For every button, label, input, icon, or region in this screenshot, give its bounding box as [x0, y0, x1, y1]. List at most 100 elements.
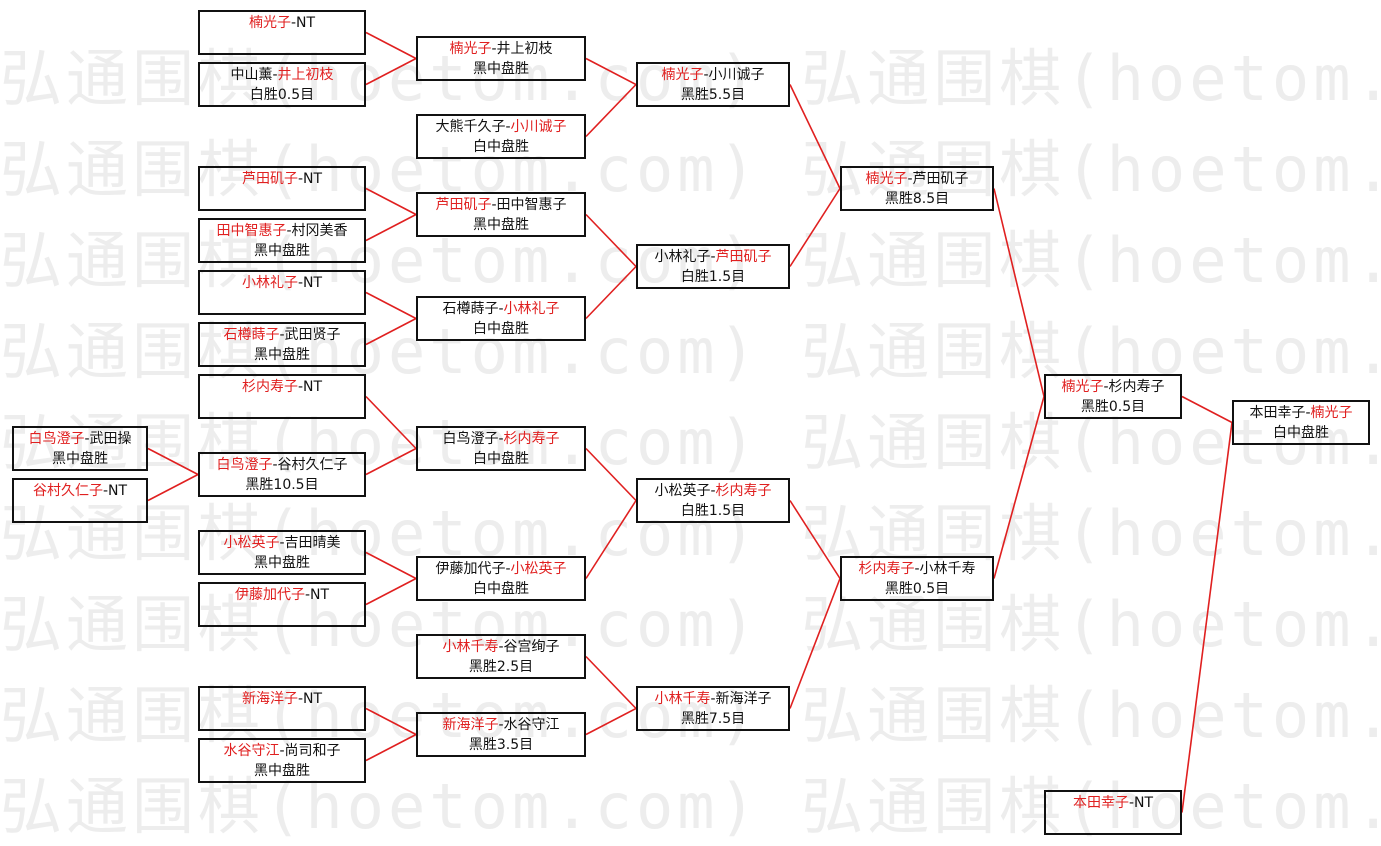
connector-c1-d1 — [789, 84, 841, 189]
match-result: 白中盘胜 — [473, 451, 529, 467]
match-box-d2: 杉内寿子-小林千寿黑胜0.5目 — [840, 556, 994, 601]
player-name: -NT — [297, 691, 323, 707]
player-name: -村冈美香 — [286, 223, 348, 239]
connector-b8-c4 — [585, 707, 637, 736]
player-name: -谷村久仁子 — [272, 457, 348, 473]
connector-d1-e1 — [993, 188, 1045, 397]
match-players: 白鸟澄子-武田操 — [14, 429, 146, 449]
connector-a5-b4 — [365, 291, 417, 320]
winner-name: 新海洋子 — [241, 691, 298, 707]
connector-a12-b8 — [365, 733, 417, 762]
player-name: 本田幸子- — [1249, 405, 1311, 421]
match-box-z2: 谷村久仁子-NT — [12, 478, 148, 523]
match-players: 小松英子-杉内寿子 — [638, 481, 788, 501]
connector-b3-c2 — [585, 213, 637, 268]
match-result: 白胜0.5目 — [249, 87, 315, 103]
connector-z1-a8 — [147, 447, 199, 476]
winner-name: 井上初枝 — [277, 67, 334, 83]
match-box-b5: 白鸟澄子-杉内寿子白中盘胜 — [416, 426, 586, 471]
player-name: -NT — [1128, 795, 1154, 811]
match-players: 石樽蒔子-武田贤子 — [200, 325, 364, 345]
match-players: 伊藤加代子-小松英子 — [418, 559, 584, 579]
match-players: 田中智惠子-村冈美香 — [200, 221, 364, 241]
match-players: 楠光子-杉内寿子 — [1046, 377, 1180, 397]
match-players: 楠光子-井上初枝 — [418, 39, 584, 59]
winner-name: 白鸟澄子 — [216, 457, 273, 473]
match-result: 黑胜0.5目 — [884, 581, 950, 597]
match-players: 芦田矶子-田中智惠子 — [418, 195, 584, 215]
match-box-a4: 田中智惠子-村冈美香黑中盘胜 — [198, 218, 366, 263]
winner-name: 杉内寿子 — [715, 483, 772, 499]
match-result: 白中盘胜 — [473, 321, 529, 337]
match-result: 黑中盘胜 — [254, 243, 310, 259]
match-box-a6: 石樽蒔子-武田贤子黑中盘胜 — [198, 322, 366, 367]
player-name: -小川诚子 — [703, 67, 765, 83]
match-result: 黑胜3.5目 — [468, 737, 534, 753]
winner-name: 杉内寿子 — [858, 561, 915, 577]
match-players: 中山薰-井上初枝 — [200, 65, 364, 85]
player-name: -小林千寿 — [914, 561, 976, 577]
connector-a6-b4 — [365, 317, 417, 346]
player-name: 石樽蒔子- — [442, 301, 504, 317]
connector-e1-g1 — [1181, 395, 1233, 424]
player-name: -尚司和子 — [279, 743, 341, 759]
match-box-a12: 水谷守江-尚司和子黑中盘胜 — [198, 738, 366, 783]
match-players: 小林礼子-NT — [200, 273, 364, 293]
match-box-a7: 杉内寿子-NT — [198, 374, 366, 419]
match-box-b7: 小林千寿-谷宫绚子黑胜2.5目 — [416, 634, 586, 679]
winner-name: 白鸟澄子 — [28, 431, 85, 447]
match-result: 白胜1.5目 — [680, 269, 746, 285]
winner-name: 芦田矶子 — [435, 197, 492, 213]
match-players: 楠光子-NT — [200, 13, 364, 33]
player-name: -杉内寿子 — [1103, 379, 1165, 395]
match-players: 小松英子-吉田晴美 — [200, 533, 364, 553]
match-players: 白鸟澄子-谷村久仁子 — [200, 455, 364, 475]
match-players: 本田幸子-楠光子 — [1234, 403, 1368, 423]
winner-name: 本田幸子 — [1072, 795, 1129, 811]
connector-f1-g1 — [1181, 422, 1233, 813]
match-players: 新海洋子-NT — [200, 689, 364, 709]
player-name: -NT — [297, 171, 323, 187]
connector-a10-b6 — [365, 577, 417, 606]
winner-name: 小川诚子 — [510, 119, 567, 135]
connector-c2-d1 — [789, 188, 841, 267]
match-result: 黑中盘胜 — [473, 217, 529, 233]
match-result: 白胜1.5目 — [680, 503, 746, 519]
match-players: 本田幸子-NT — [1046, 793, 1180, 813]
player-name: -NT — [102, 483, 128, 499]
match-result: 黑中盘胜 — [473, 61, 529, 77]
player-name: -芦田矶子 — [907, 171, 969, 187]
player-name: -新海洋子 — [710, 691, 772, 707]
winner-name: 小林礼子 — [241, 275, 298, 291]
match-box-b6: 伊藤加代子-小松英子白中盘胜 — [416, 556, 586, 601]
match-players: 白鸟澄子-杉内寿子 — [418, 429, 584, 449]
connector-c3-d2 — [789, 500, 841, 579]
match-result: 黑胜5.5目 — [680, 87, 746, 103]
player-name: -NT — [297, 379, 323, 395]
winner-name: 楠光子 — [1310, 405, 1353, 421]
winner-name: 小林千寿 — [442, 639, 499, 655]
player-name: -NT — [304, 587, 330, 603]
match-box-b2: 大熊千久子-小川诚子白中盘胜 — [416, 114, 586, 159]
match-players: 伊藤加代子-NT — [200, 585, 364, 605]
match-players: 大熊千久子-小川诚子 — [418, 117, 584, 137]
match-box-b4: 石樽蒔子-小林礼子白中盘胜 — [416, 296, 586, 341]
winner-name: 田中智惠子 — [216, 223, 287, 239]
winner-name: 伊藤加代子 — [234, 587, 305, 603]
match-box-b1: 楠光子-井上初枝黑中盘胜 — [416, 36, 586, 81]
match-result: 黑胜2.5目 — [468, 659, 534, 675]
match-players: 楠光子-芦田矶子 — [842, 169, 992, 189]
connector-b5-c3 — [585, 447, 637, 502]
match-result: 黑胜7.5目 — [680, 711, 746, 727]
match-box-a3: 芦田矶子-NT — [198, 166, 366, 211]
match-box-b8: 新海洋子-水谷守江黑胜3.5目 — [416, 712, 586, 757]
match-box-a11: 新海洋子-NT — [198, 686, 366, 731]
connector-a7-b5 — [365, 395, 417, 450]
match-players: 杉内寿子-NT — [200, 377, 364, 397]
player-name: -谷宫绚子 — [498, 639, 560, 655]
winner-name: 芦田矶子 — [715, 249, 772, 265]
player-name: 白鸟澄子- — [442, 431, 504, 447]
match-box-a2: 中山薰-井上初枝白胜0.5目 — [198, 62, 366, 107]
connector-d2-e1 — [993, 396, 1045, 579]
